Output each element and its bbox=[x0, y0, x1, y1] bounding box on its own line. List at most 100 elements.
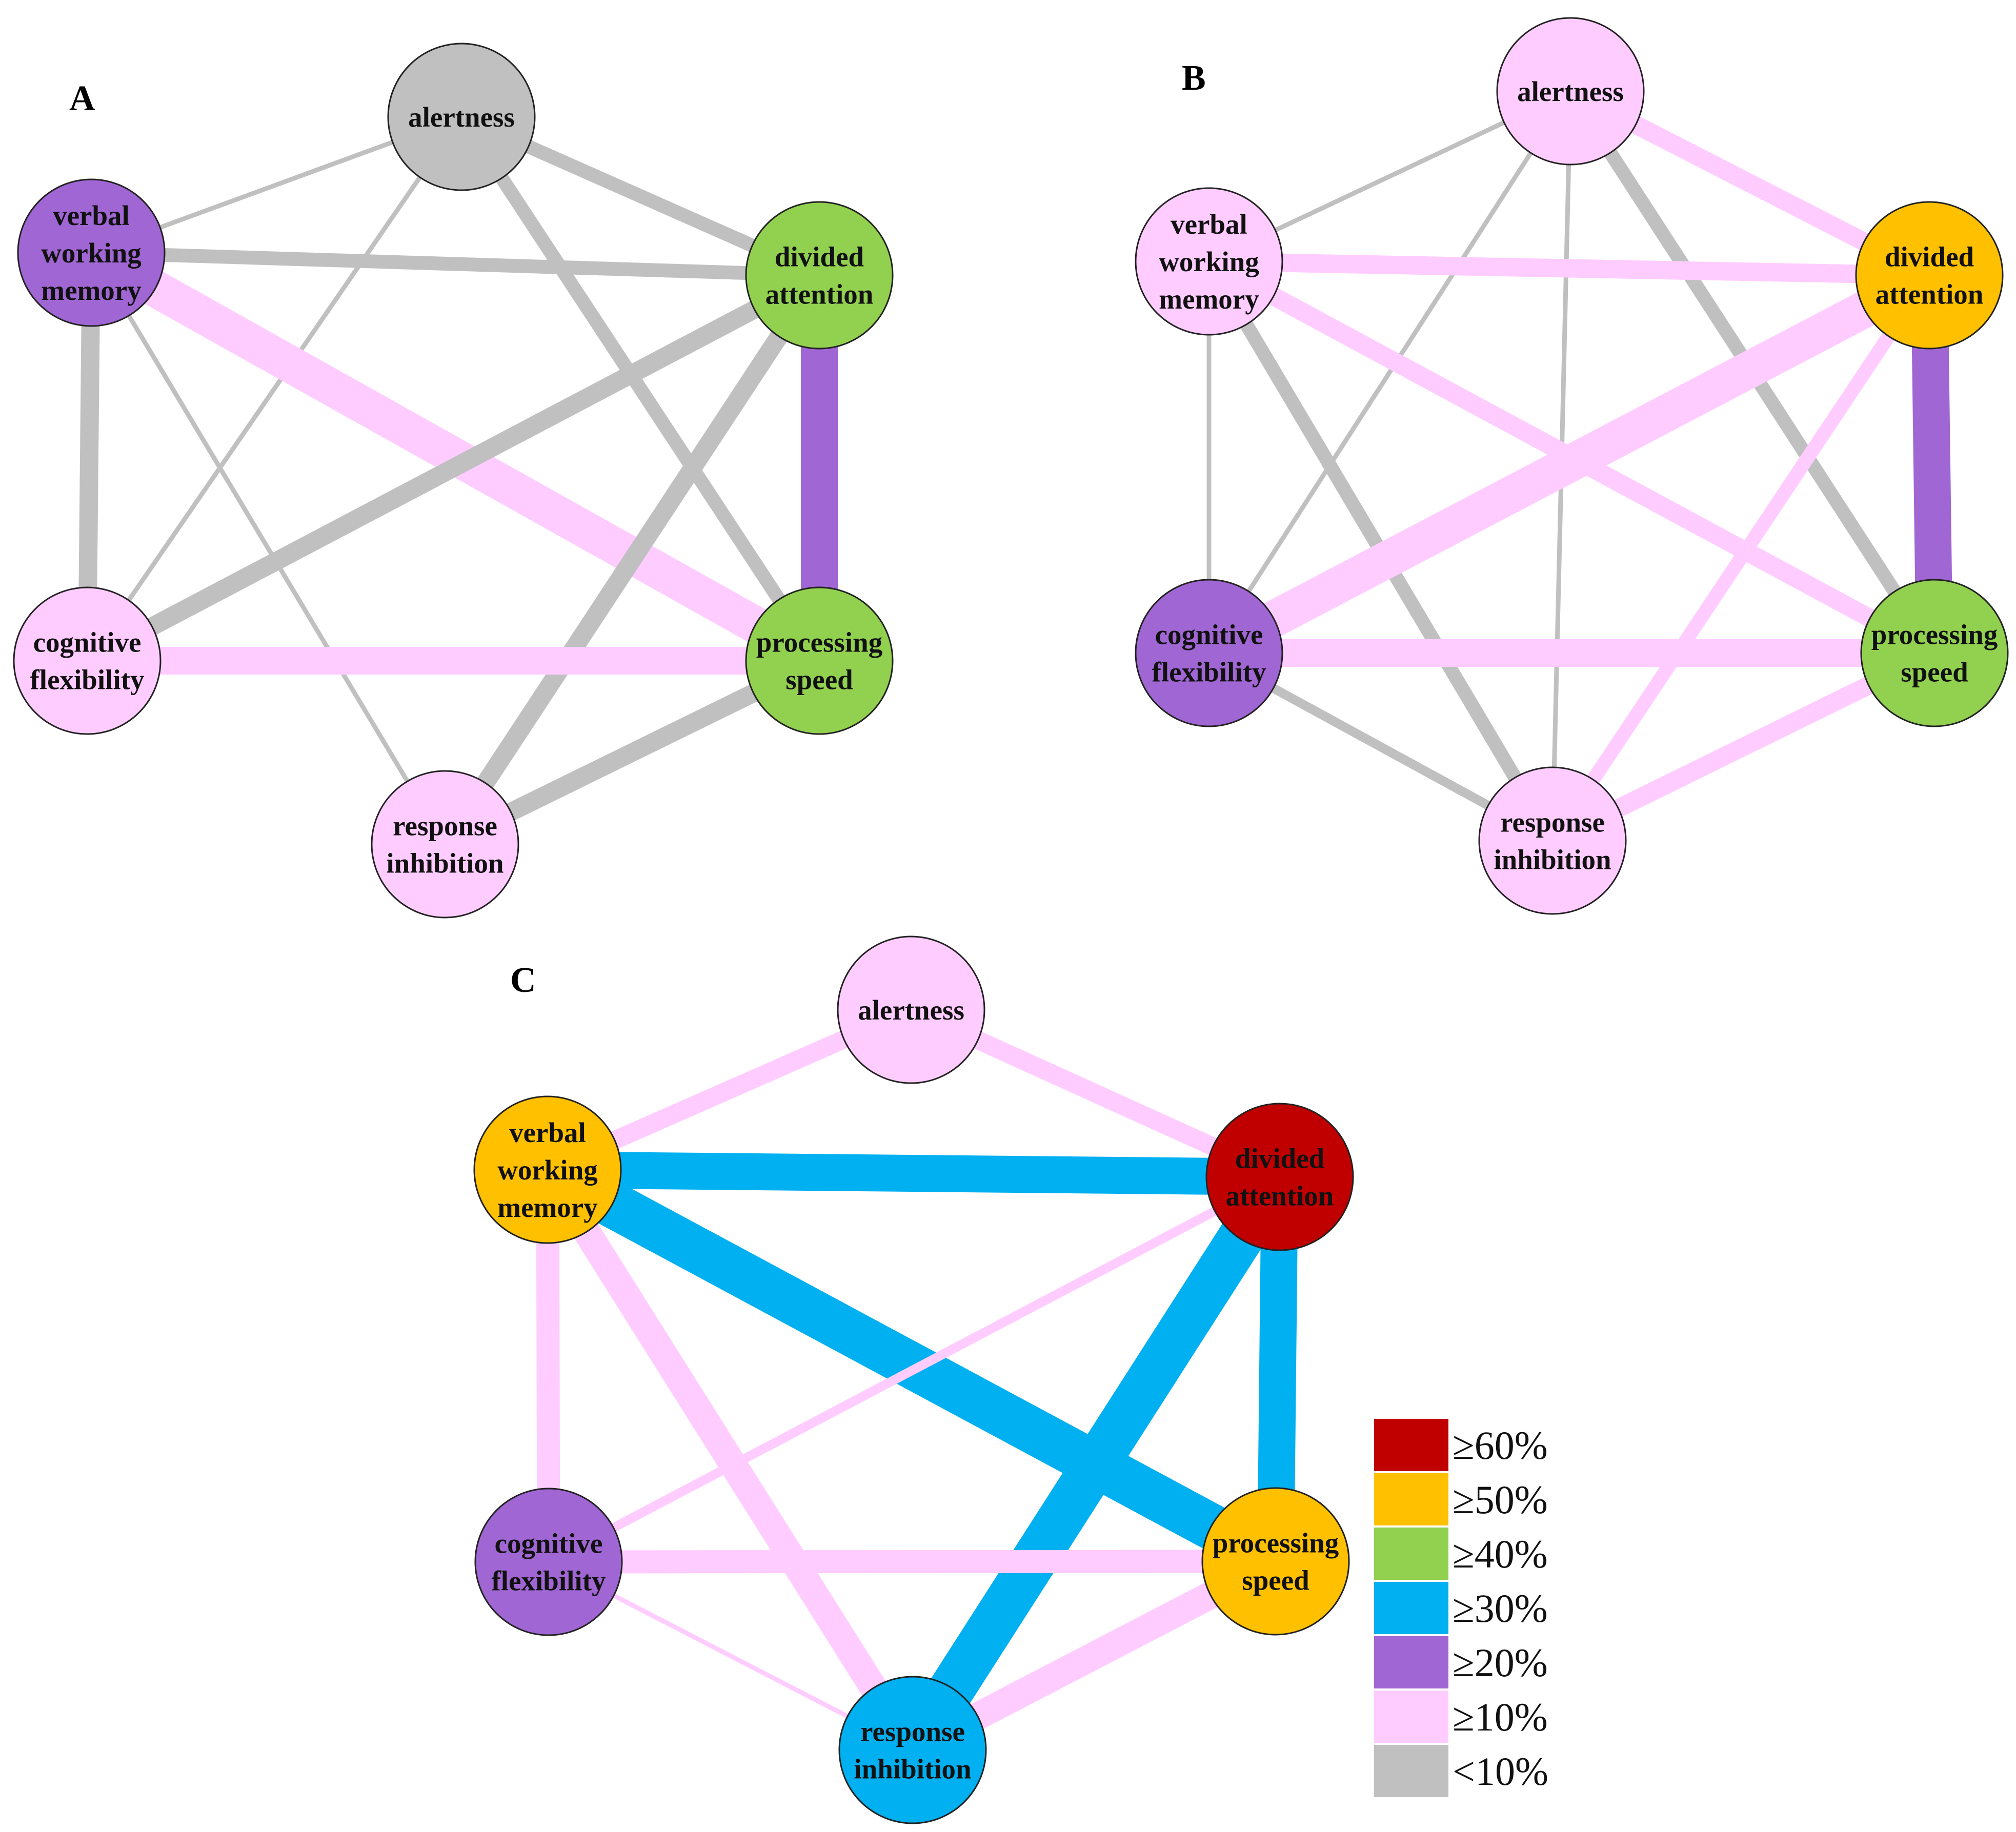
legend-swatch-ge50 bbox=[1374, 1473, 1448, 1525]
legend-label-lt10: <10% bbox=[1453, 1749, 1548, 1794]
node-label-cognitive-line-2: flexibility bbox=[1152, 657, 1266, 688]
panel-c-nodes: alertnessverbalworkingmemorydividedatten… bbox=[473, 935, 1354, 1824]
node-label-response-line-1: response bbox=[860, 1716, 965, 1747]
panels-layer: alertness verbal working memory divided atten… bbox=[13, 17, 2009, 1824]
legend-swatch-ge20 bbox=[1374, 1636, 1448, 1688]
panel-letter-b: B bbox=[1182, 58, 1206, 98]
node-circle-verbal bbox=[473, 1095, 622, 1244]
legend-item-ge50: ≥50% bbox=[1374, 1473, 1548, 1525]
node-alertness: alertness bbox=[387, 43, 536, 191]
node-circle-alertness bbox=[837, 935, 985, 1084]
legend-swatch-ge30 bbox=[1374, 1582, 1448, 1634]
panel-letter-c: C bbox=[510, 961, 536, 1000]
node-cognitive: cognitive flexibility bbox=[1135, 579, 1283, 727]
node-label-verbal-line-2: working bbox=[497, 1154, 598, 1186]
node-circle-divided bbox=[745, 201, 894, 350]
node-processing: processing speed bbox=[1201, 1487, 1350, 1636]
panel-b-nodes: alertness verbal working memory divided atten… bbox=[1135, 17, 2009, 915]
edge-cognitive-processing bbox=[548, 1550, 1276, 1574]
node-label-processing-line-1: processing bbox=[1871, 619, 1998, 650]
legend-item-ge30: ≥30% bbox=[1374, 1582, 1548, 1634]
node-circle-response bbox=[838, 1676, 987, 1824]
legend-label-ge20: ≥20% bbox=[1453, 1640, 1548, 1685]
node-alertness: alertness bbox=[1496, 17, 1645, 166]
node-label-verbal-line-2: working bbox=[1159, 246, 1259, 277]
node-label-alertness-line-1: alertness bbox=[1517, 76, 1624, 107]
edge-verbal-divided bbox=[1208, 252, 1930, 284]
node-circle-processing bbox=[745, 586, 894, 735]
edge-alertness-cognitive bbox=[1207, 90, 1573, 655]
edge-verbal-response bbox=[89, 251, 447, 846]
legend-label-ge30: ≥30% bbox=[1453, 1586, 1548, 1631]
edge-divided-response bbox=[893, 1164, 1299, 1763]
node-response: response inhibition bbox=[371, 770, 519, 919]
node-label-divided-line-1: divided bbox=[1885, 241, 1974, 273]
node-verbal: verbal working memory bbox=[1135, 187, 1283, 336]
edge-alertness-cognitive bbox=[85, 115, 463, 662]
edge-divided-response bbox=[437, 270, 828, 849]
node-circle-verbal bbox=[1135, 187, 1283, 336]
edge-alertness-processing bbox=[455, 113, 825, 665]
node-divided: divided attention bbox=[1205, 1103, 1354, 1251]
node-circle-processing bbox=[1201, 1487, 1350, 1636]
node-alertness: alertness bbox=[837, 935, 985, 1084]
node-label-cognitive-line-2: flexibility bbox=[491, 1565, 606, 1597]
legend-label-ge50: ≥50% bbox=[1453, 1477, 1548, 1522]
panel-c: alertnessverbalworkingmemorydividedatten… bbox=[473, 935, 1354, 1824]
legend-item-ge60: ≥60% bbox=[1374, 1419, 1548, 1471]
node-label-processing-line-2: speed bbox=[1242, 1565, 1309, 1596]
node-divided: divided attention bbox=[1855, 201, 2004, 350]
node-label-verbal-line-3: memory bbox=[1159, 283, 1259, 315]
node-label-alertness-line-1: alertness bbox=[408, 101, 515, 133]
node-label-response-line-1: response bbox=[393, 810, 497, 842]
edge-verbal-divided bbox=[547, 1151, 1280, 1195]
node-label-divided-line-2: attention bbox=[1226, 1180, 1334, 1212]
node-label-cognitive-line-1: cognitive bbox=[495, 1528, 603, 1559]
panel-a-nodes: alertnessverbalworkingmemorydividedatten… bbox=[13, 43, 894, 919]
node-label-cognitive-line-2: flexibility bbox=[30, 664, 144, 696]
legend-item-ge40: ≥40% bbox=[1374, 1528, 1548, 1580]
node-label-divided-line-1: divided bbox=[775, 241, 864, 273]
node-label-verbal-line-1: verbal bbox=[1171, 209, 1247, 240]
panel-b: alertness verbal working memory divided atten… bbox=[1135, 17, 2009, 915]
node-label-response-line-2: inhibition bbox=[386, 848, 503, 879]
node-label-response-line-1: response bbox=[1500, 807, 1605, 838]
node-label-verbal-line-2: working bbox=[41, 237, 142, 269]
panel-a-edges bbox=[78, 110, 838, 853]
node-circle-response bbox=[1478, 766, 1627, 915]
node-circle-divided bbox=[1855, 201, 2004, 350]
legend-swatch-ge10 bbox=[1374, 1691, 1448, 1743]
node-label-cognitive-line-1: cognitive bbox=[1155, 619, 1263, 650]
legend-label-ge10: ≥10% bbox=[1453, 1695, 1548, 1739]
node-label-verbal-line-1: verbal bbox=[509, 1117, 586, 1148]
node-cognitive: cognitive flexibility bbox=[474, 1488, 623, 1636]
legend-item-lt10: <10% bbox=[1374, 1745, 1548, 1797]
legend-swatch-ge40 bbox=[1374, 1528, 1448, 1580]
legend-swatch-ge60 bbox=[1374, 1419, 1448, 1471]
panel-a: alertnessverbalworkingmemorydividedatten… bbox=[13, 43, 894, 919]
legend-item-ge10: ≥10% bbox=[1374, 1691, 1548, 1743]
node-circle-alertness bbox=[1496, 17, 1645, 166]
edge-divided-response bbox=[1546, 271, 1936, 845]
node-circle-verbal bbox=[17, 178, 166, 327]
edge-verbal-response bbox=[536, 1162, 924, 1758]
node-label-processing-line-1: processing bbox=[756, 627, 883, 658]
color-legend: ≥60% ≥50% ≥40% ≥30% ≥20% ≥10% <10% bbox=[1374, 1419, 1548, 1797]
edge-verbal-divided bbox=[91, 246, 820, 282]
edge-divided-cognitive bbox=[83, 267, 824, 669]
node-label-divided-line-1: divided bbox=[1235, 1143, 1324, 1174]
node-circle-divided bbox=[1205, 1103, 1354, 1251]
node-label-processing-line-1: processing bbox=[1213, 1528, 1339, 1559]
legend-label-ge40: ≥40% bbox=[1453, 1532, 1548, 1576]
node-label-verbal-line-1: verbal bbox=[53, 200, 130, 231]
node-label-alertness-line-1: alertness bbox=[858, 994, 964, 1026]
node-circle-processing bbox=[1860, 579, 2009, 727]
node-label-divided-line-2: attention bbox=[1876, 279, 1984, 310]
node-label-processing-line-2: speed bbox=[1901, 657, 1968, 688]
